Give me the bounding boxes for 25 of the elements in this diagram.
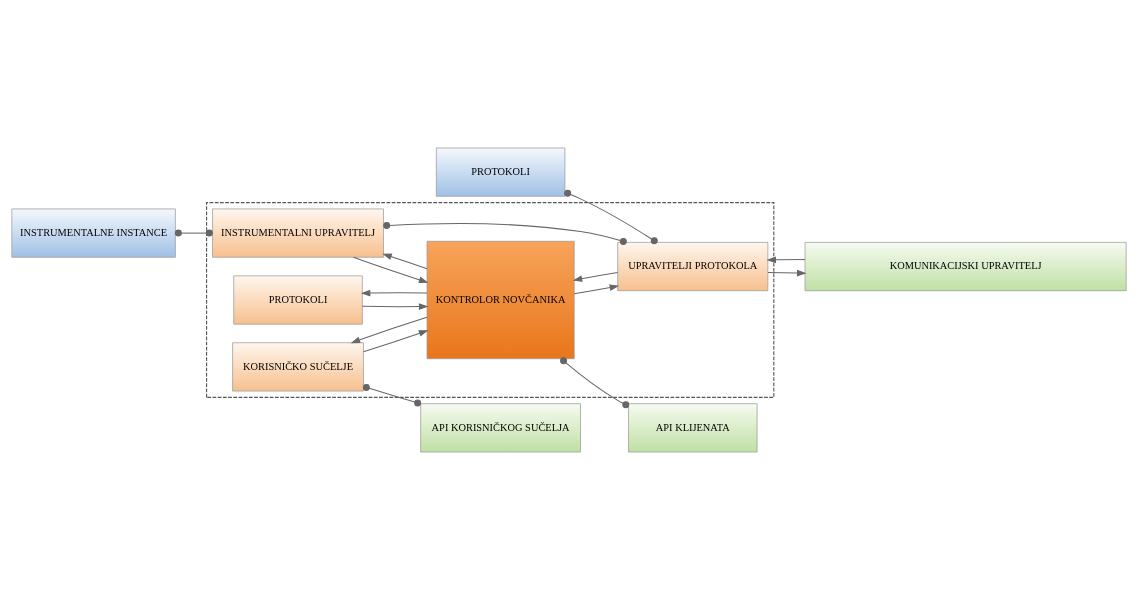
arrow [360,289,428,296]
connector [362,383,422,406]
node-box: API KORISNIČKOG SUČELJA [420,402,581,452]
node-box: KONTROLOR NOVČANIKA [426,240,575,359]
connector [560,356,630,408]
connector [174,229,213,237]
node-box: PROTOKOLI [435,147,566,197]
arrow [350,316,428,343]
arrow [767,269,807,276]
arrow [572,271,619,282]
arrow [352,256,429,283]
node-box: INSTRUMENTALNI UPRAVITELJ [212,208,384,258]
connector [564,189,658,244]
connector [383,221,627,245]
arrow [573,283,620,294]
node-box: KORISNIČKO SUČELJE [232,341,364,391]
node-box: API KLIJENATA [628,402,758,452]
arrow [382,253,428,269]
arrow [361,302,429,310]
node-box: INSTRUMENTALNE INSTANCE [11,208,176,258]
node-box: UPRAVITELJI PROTOKOLA [617,241,769,291]
arrow [766,256,806,263]
node-box: KOMUNIKACIJSKI UPRAVITELJ [804,241,1127,291]
arrow [363,329,429,352]
node-box: PROTOKOLI [233,274,363,325]
